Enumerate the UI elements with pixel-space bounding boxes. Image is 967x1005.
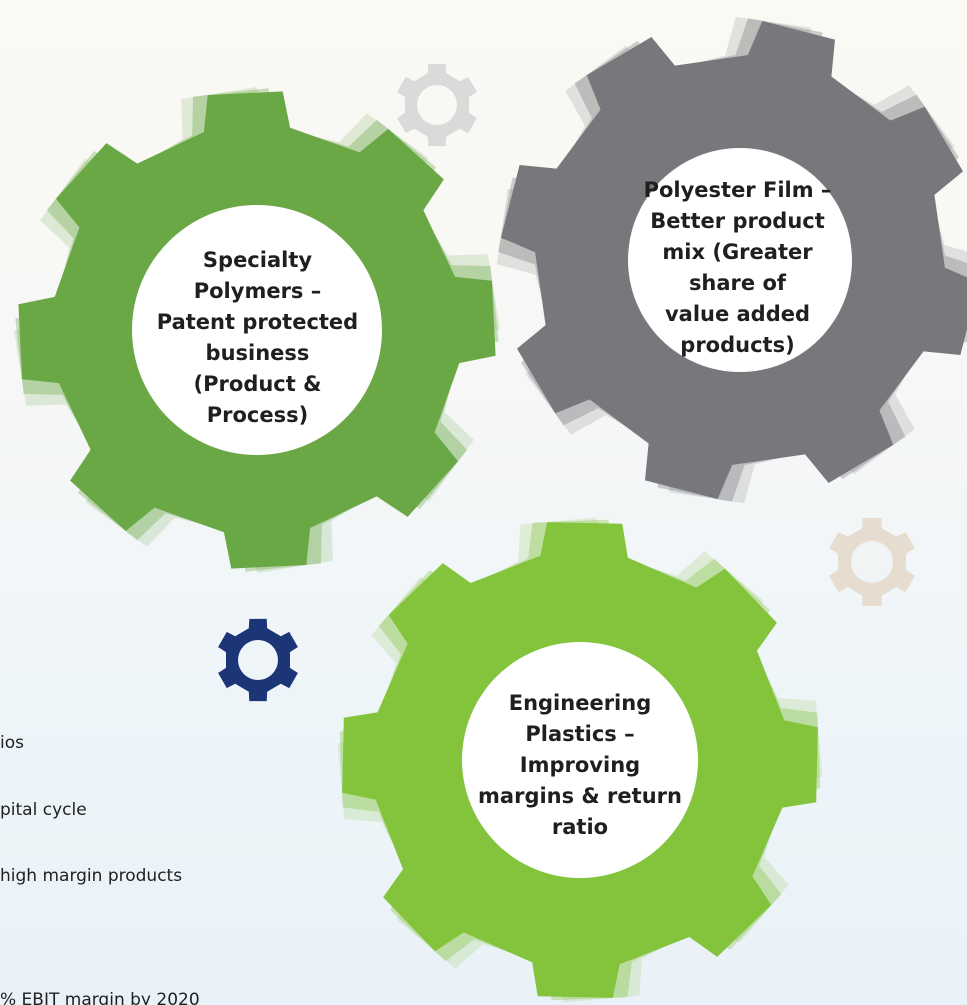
left-text-line-2: pital cycle bbox=[0, 800, 87, 820]
gear-specialty-center bbox=[132, 205, 382, 455]
engineering-line-5: ratio bbox=[551, 814, 609, 839]
gear-icon-navy bbox=[218, 618, 298, 702]
engineering-line-4: margins & return bbox=[478, 783, 682, 808]
specialty-line-2: Polymers – bbox=[193, 278, 322, 303]
left-text-line-3: high margin products bbox=[0, 866, 183, 886]
specialty-gear-label: Specialty Polymers – Patent protected bu… bbox=[150, 205, 365, 470]
gear-icon-beige bbox=[829, 518, 915, 606]
film-gear-label: Polyester Film – Better product mix (Gre… bbox=[630, 145, 845, 390]
gear-icon-grey bbox=[397, 63, 477, 147]
specialty-line-5: (Product & bbox=[193, 371, 322, 396]
film-line-5: value added bbox=[664, 301, 811, 326]
film-line-6: products) bbox=[680, 332, 795, 357]
film-line-3: mix (Greater bbox=[662, 239, 813, 264]
specialty-line-1: Specialty bbox=[202, 247, 313, 272]
specialty-gear bbox=[14, 87, 500, 573]
engineering-line-1: Engineering bbox=[508, 690, 652, 715]
specialty-line-4: business bbox=[205, 340, 310, 365]
engineering-gear-label: Engineering Plastics – Improving margins… bbox=[470, 655, 690, 875]
specialty-line-3: Patent protected bbox=[156, 309, 359, 334]
gear-film-center bbox=[628, 148, 852, 372]
film-line-4: share of bbox=[688, 270, 787, 295]
film-line-1: Polyester Film – bbox=[643, 177, 832, 202]
left-text-line-4: % EBIT margin by 2020 bbox=[0, 990, 200, 1005]
engineering-gear bbox=[337, 517, 823, 1003]
left-text-line-1: ios bbox=[0, 733, 24, 753]
specialty-line-6: Process) bbox=[206, 402, 309, 427]
film-gear bbox=[497, 17, 967, 503]
gear-engineering-center bbox=[462, 642, 698, 878]
film-line-2: Better product bbox=[650, 208, 825, 233]
engineering-line-2: Plastics – bbox=[525, 721, 635, 746]
engineering-line-3: Improving bbox=[519, 752, 641, 777]
